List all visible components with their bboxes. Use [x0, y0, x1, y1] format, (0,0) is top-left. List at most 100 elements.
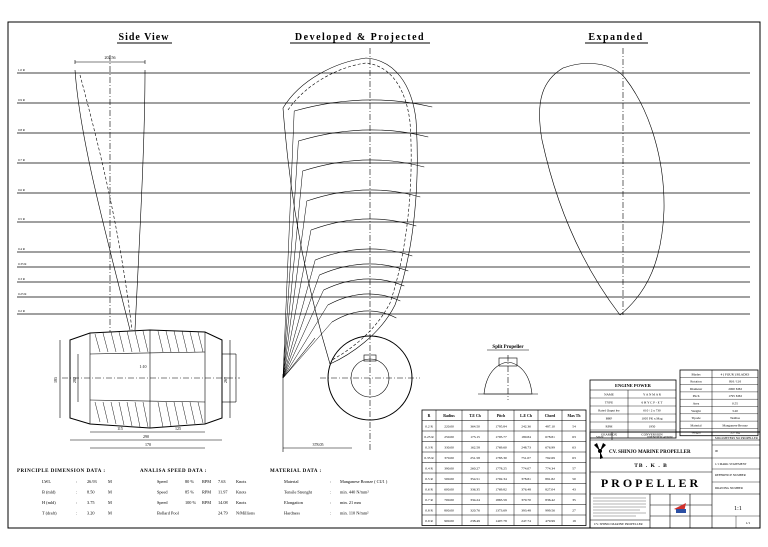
hub-dim-r3: 125 [175, 426, 181, 431]
blade-table-cell: 354.51 [470, 477, 480, 481]
blade-table-cell: 27 [572, 509, 576, 513]
speed-unit: N/Millions [236, 511, 255, 516]
speed-unit: Knots [236, 500, 247, 505]
hub-ray [282, 140, 299, 379]
principle-sep: : [76, 479, 77, 484]
engine-power-label: BHP [606, 417, 613, 421]
material-sep: : [330, 511, 331, 516]
blade-table-cell: 1373.69 [495, 509, 507, 513]
blade-table-cell: 678.81 [545, 435, 555, 439]
blade-section-curve [319, 263, 409, 276]
blade-table-cell: 500.00 [444, 477, 454, 481]
spec-value: RH / LH [729, 380, 741, 384]
blade-table-cell: 57 [572, 467, 576, 471]
blade-section-curve [315, 248, 413, 261]
blade-table-cell: 364.50 [470, 425, 480, 429]
drawing-number: 1/1 [746, 521, 751, 525]
principle-unit: M [108, 490, 112, 495]
hub-dim-h2: 282 [72, 377, 77, 383]
principle-value: 26.93 [87, 479, 97, 484]
side-view-blade: 202.56 [74, 55, 146, 332]
blade-table-cell: 173.15 [470, 435, 480, 439]
speed-pct: 80 % [185, 479, 194, 484]
title-block-cell: 1/1 MARK STATEMENT [715, 462, 747, 466]
blade-table-header: Pitch [497, 414, 506, 418]
engine-power-value: 6 H Y C P - E T [642, 401, 663, 405]
spec-value: 3.20 [732, 409, 738, 413]
approval-stamp-icon [674, 503, 686, 513]
hub-ray [282, 321, 333, 379]
blade-table-cell: 247.74 [521, 519, 531, 523]
blade-table-cell: 0.35 R [424, 456, 434, 460]
blade-table-cell: 250.00 [444, 435, 454, 439]
engine-power-label: Rated Ouput kw [598, 409, 620, 413]
blade-table-cell: 827.04 [545, 488, 555, 492]
blade-table-header: L.E Ch [520, 414, 533, 418]
radius-label: 0.3 R [18, 277, 26, 281]
blade-table-cell: 1795.84 [495, 425, 507, 429]
developed-projected-outline: 378.05 [282, 48, 433, 452]
engine-power-label: RPM [606, 425, 613, 429]
principle-value: 3.75 [87, 500, 95, 505]
blade-section-curve [327, 293, 401, 306]
speed-label: Bollard Pool [157, 511, 180, 516]
blade-table-cell: 0.4 R [425, 467, 433, 471]
speed-rpm: RPM [202, 500, 211, 505]
blade-table-cell: 479.99 [545, 519, 555, 523]
blade-section-curve [306, 189, 421, 202]
principle-unit: M [108, 479, 112, 484]
material-sep: : [330, 479, 331, 484]
blade-table-cell: 260.27 [470, 467, 480, 471]
blade-section-curve [331, 310, 397, 323]
spec-value: Manganese Bronze [722, 423, 748, 427]
blade-section-curve [298, 129, 429, 142]
blade-table-cell: 370.70 [521, 498, 531, 502]
engine-power-label: NAME [604, 393, 614, 397]
radius-label: 0.35 R [18, 262, 27, 266]
blade-table-cell: 0.2 R [425, 425, 433, 429]
blade-table-cell: 376.48 [521, 488, 531, 492]
blade-table-cell: 393.48 [521, 509, 531, 513]
blade-table-cell: 0.3 R [425, 446, 433, 450]
spec-label: Tipode [691, 416, 701, 420]
principle-value: 8.50 [87, 490, 95, 495]
material-value: Manganese Bronze ( CU1 ) [340, 479, 388, 484]
blade-table-cell: 320.76 [470, 509, 480, 513]
blade-table-cell: 370.00 [444, 456, 454, 460]
blade-table-cell: 334.24 [470, 498, 480, 502]
hub-dim-h3: 260 [223, 377, 228, 383]
spec-value: 2000 MM [728, 387, 741, 391]
blade-table-cell: 242.36 [521, 425, 531, 429]
hub-ray [282, 274, 320, 379]
principle-unit: M [108, 500, 112, 505]
speed-value: 14.08 [218, 500, 228, 505]
radius-label: 0.5 R [18, 217, 26, 221]
material-sep: : [330, 500, 331, 505]
hub-ray [282, 289, 324, 379]
speed-unit: Knots [236, 490, 247, 495]
speed-label: Speed [157, 490, 168, 495]
hub-ray [282, 110, 295, 379]
hub-dim-bottom: 290 [143, 434, 149, 439]
blade-table-cell: 900.00 [444, 519, 454, 523]
drawing-scale: 1:1 [734, 506, 742, 512]
principle-sep: : [76, 511, 77, 516]
speed-value: 11.97 [218, 490, 228, 495]
company-name: CV. SHINJO MARINE PROPELLER [609, 450, 691, 455]
title-block-cell: 00 [715, 449, 719, 453]
split-propeller-label: Split Propeller [492, 345, 524, 350]
blade-table-cell: 251.58 [470, 456, 480, 460]
blade-section-curve [294, 99, 433, 112]
speed-value: 24.79 [218, 511, 228, 516]
title-block-cell: DRAWING NUMBER [715, 486, 743, 490]
blade-section-curve [323, 278, 405, 291]
blade-table-cell: 774.34 [545, 467, 555, 471]
principle-sep: : [76, 490, 77, 495]
material-label: Hardness [284, 511, 300, 516]
hub-side-view: 185 282 260 1:10 115 125 290 170 [53, 329, 240, 449]
principle-title: PRINCIPLE DIMENSION DATA : [17, 469, 106, 474]
